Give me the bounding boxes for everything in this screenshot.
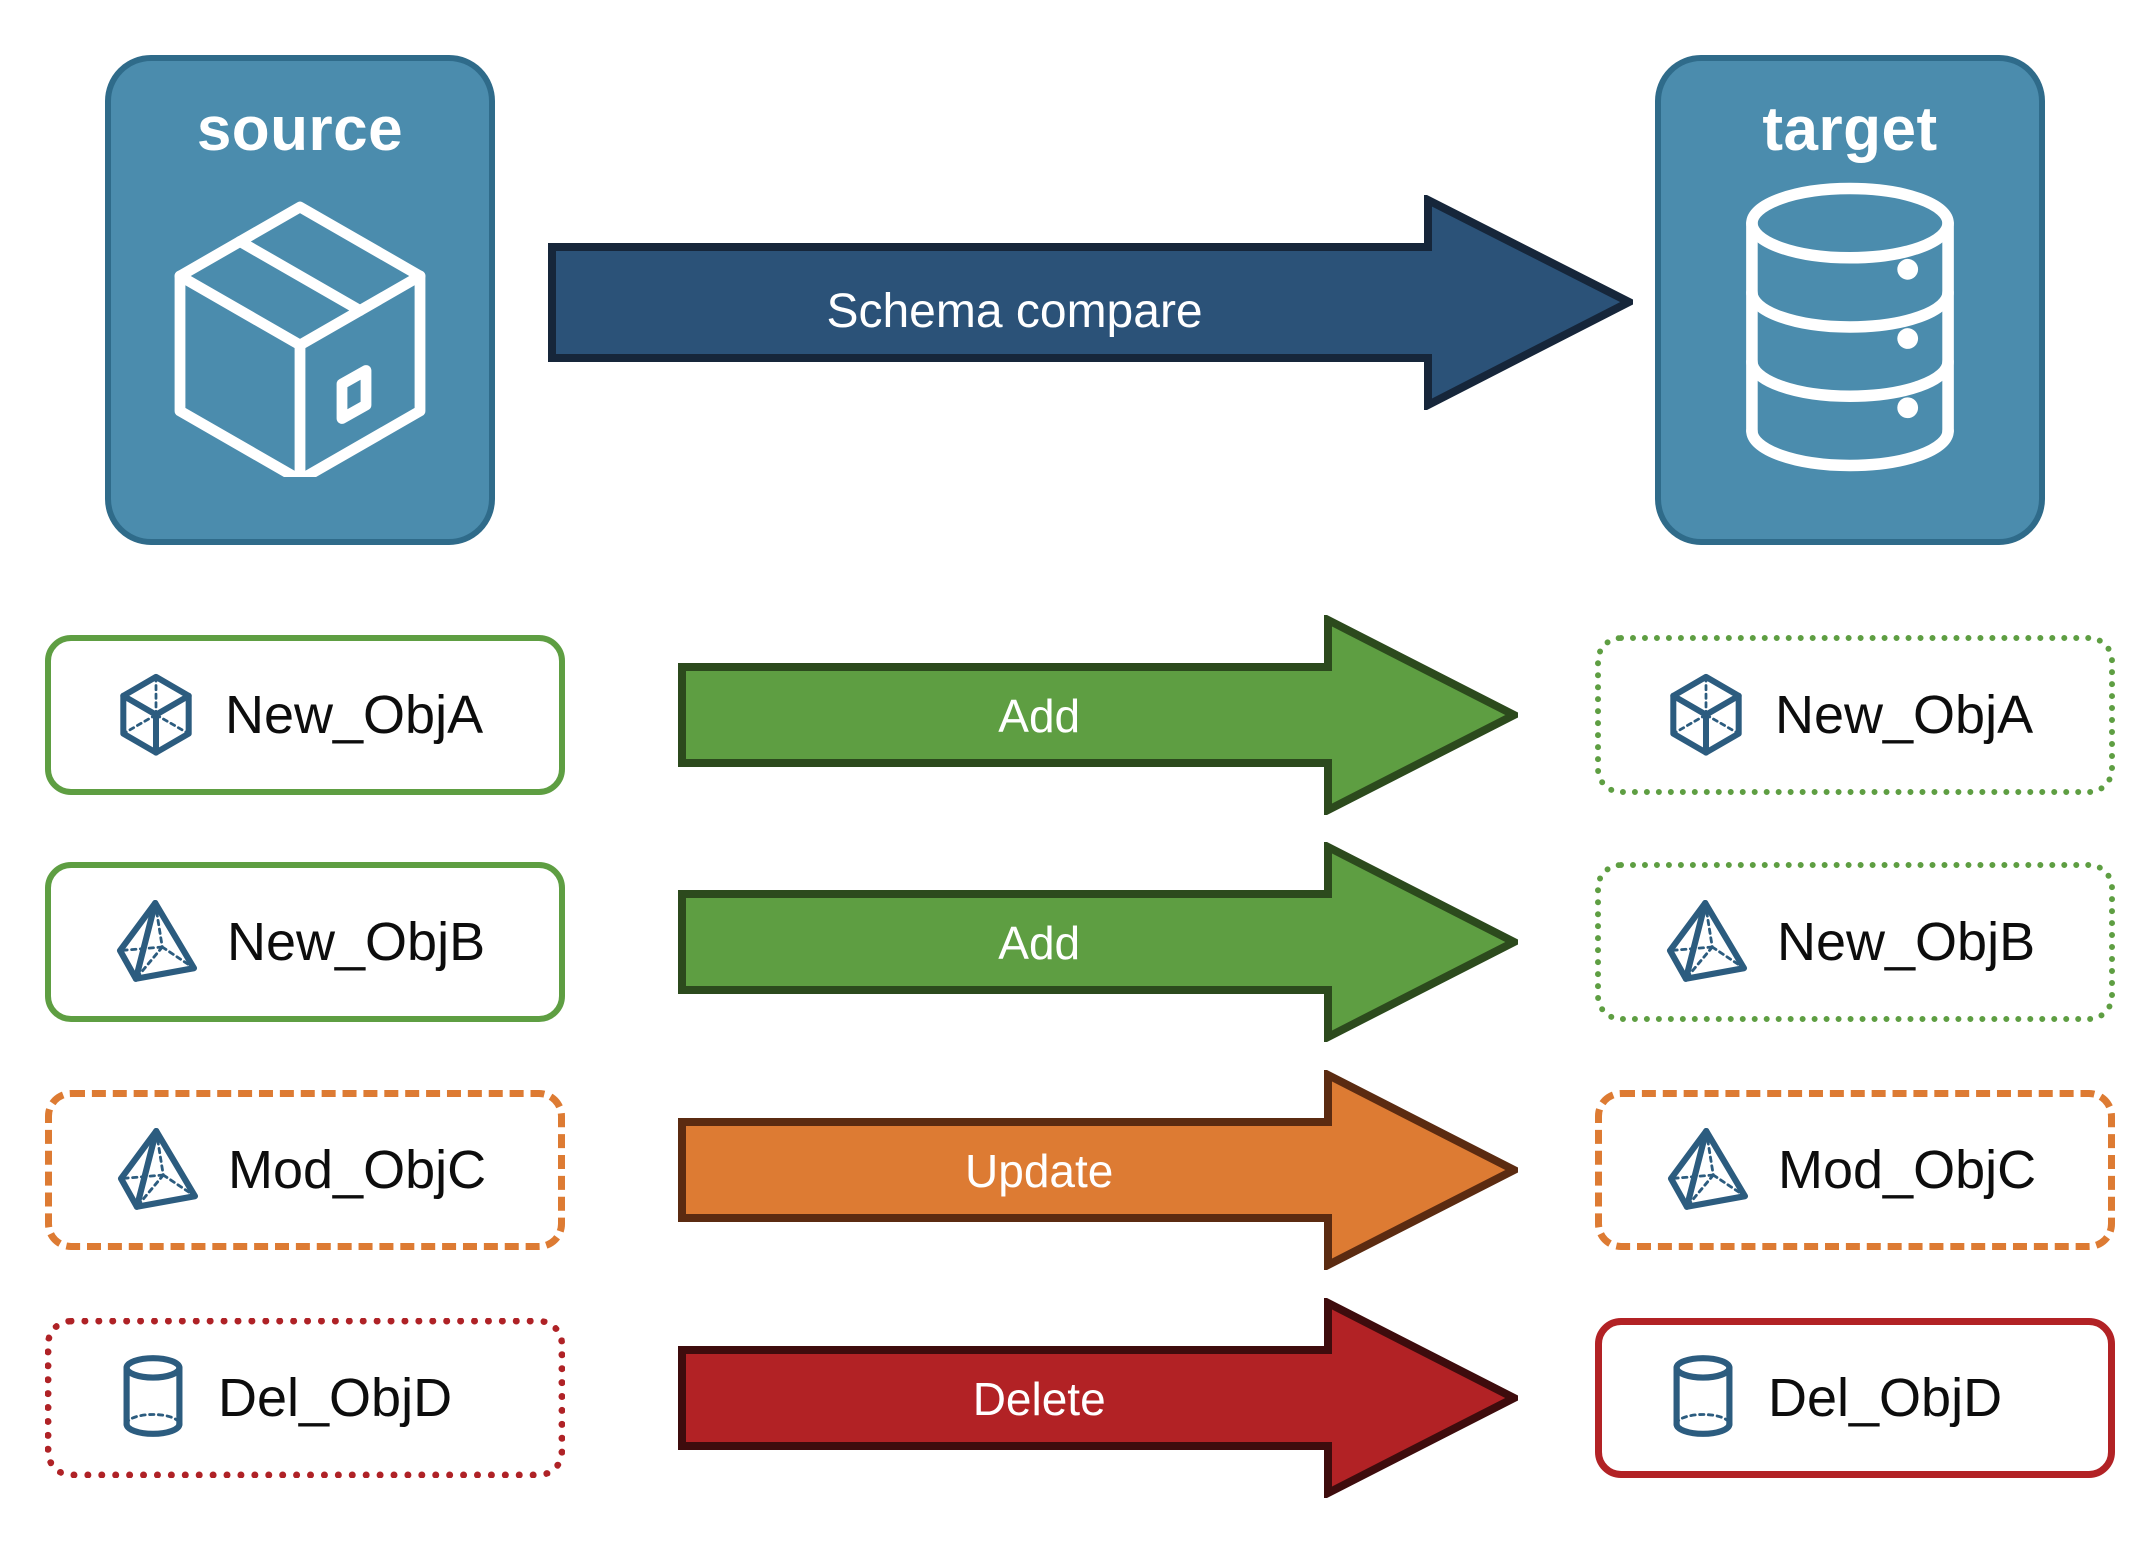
source-object-box-3[interactable]: Del_ObjD xyxy=(45,1318,565,1478)
source-object-box-0[interactable]: New_ObjA xyxy=(45,635,565,795)
table-row: New_ObjB Add xyxy=(0,840,2150,1044)
table-row: New_ObjA Add xyxy=(0,613,2150,817)
action-arrow-delete: Delete xyxy=(678,1296,1523,1500)
action-label-2: Update xyxy=(965,1145,1114,1197)
target-object-label-0: New_ObjA xyxy=(1775,685,2034,745)
target-object-box-3[interactable]: Del_ObjD xyxy=(1595,1318,2115,1478)
target-object-box-0[interactable]: New_ObjA xyxy=(1595,635,2115,795)
source-title: source xyxy=(196,95,404,164)
source-object-label-3: Del_ObjD xyxy=(218,1368,453,1428)
target-title: target xyxy=(1762,95,1938,164)
wireframe-cylinder-icon xyxy=(114,1352,192,1445)
package-box-icon xyxy=(150,177,450,486)
source-object-label-2: Mod_ObjC xyxy=(228,1140,487,1200)
source-panel: source xyxy=(105,55,495,545)
action-label-0: Add xyxy=(998,690,1081,742)
target-panel: target xyxy=(1655,55,2045,545)
target-object-box-1[interactable]: New_ObjB xyxy=(1595,862,2115,1022)
wireframe-pyramid-icon xyxy=(1664,1124,1752,1217)
source-object-label-0: New_ObjA xyxy=(225,685,484,745)
action-label-1: Add xyxy=(998,917,1081,969)
target-object-box-2[interactable]: Mod_ObjC xyxy=(1595,1090,2115,1250)
schema-compare-label: Schema compare xyxy=(826,285,1203,338)
schema-compare-arrow: Schema compare xyxy=(548,193,1638,412)
wireframe-pyramid-icon xyxy=(113,896,201,989)
action-arrow-add-0: Add xyxy=(678,613,1523,817)
wireframe-pyramid-icon xyxy=(114,1124,202,1217)
target-object-label-2: Mod_ObjC xyxy=(1778,1140,2037,1200)
target-object-label-1: New_ObjB xyxy=(1777,912,2036,972)
action-label-3: Delete xyxy=(972,1373,1106,1425)
wireframe-cube-icon xyxy=(1663,670,1749,761)
wireframe-pyramid-icon xyxy=(1663,896,1751,989)
action-arrow-update: Update xyxy=(678,1068,1523,1272)
source-object-box-2[interactable]: Mod_ObjC xyxy=(45,1090,565,1250)
action-arrow-add-1: Add xyxy=(678,840,1523,1044)
source-object-box-1[interactable]: New_ObjB xyxy=(45,862,565,1022)
wireframe-cylinder-icon xyxy=(1664,1352,1742,1445)
table-row: Mod_ObjC Update xyxy=(0,1068,2150,1272)
target-object-label-3: Del_ObjD xyxy=(1768,1368,2003,1428)
database-stack-icon xyxy=(1705,177,1995,482)
source-object-label-1: New_ObjB xyxy=(227,912,486,972)
wireframe-cube-icon xyxy=(113,670,199,761)
table-row: Del_ObjD Delete Del_ObjD xyxy=(0,1296,2150,1500)
